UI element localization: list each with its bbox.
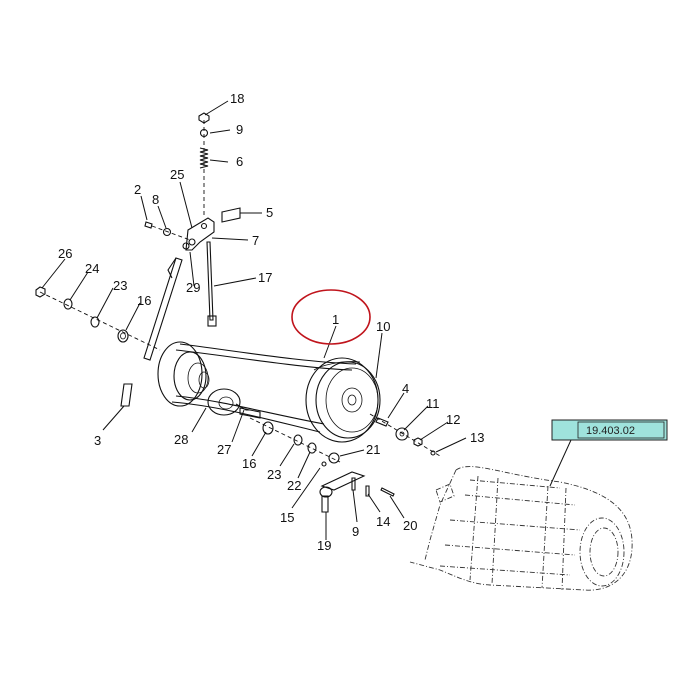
callout-3: 3 bbox=[94, 433, 101, 448]
reference-box-label: 19.403.02 bbox=[586, 425, 635, 437]
callout-19: 19 bbox=[317, 538, 331, 553]
reference-box-inner bbox=[577, 421, 665, 439]
callout-18: 18 bbox=[230, 91, 244, 106]
callout-22: 22 bbox=[287, 478, 301, 493]
callout-27: 27 bbox=[217, 442, 231, 457]
callout-6: 6 bbox=[236, 154, 243, 169]
callout-4: 4 bbox=[402, 381, 409, 396]
callout-17: 17 bbox=[258, 270, 272, 285]
reference-box-frame[interactable] bbox=[551, 419, 668, 441]
callout-16-lower: 16 bbox=[242, 456, 256, 471]
callout-20: 20 bbox=[403, 518, 417, 533]
callout-1: 1 bbox=[332, 312, 339, 327]
callout-25: 25 bbox=[170, 167, 184, 182]
leader-lines bbox=[41, 100, 572, 540]
callout-9-upper: 9 bbox=[236, 122, 243, 137]
callout-24: 24 bbox=[85, 261, 99, 276]
callout-14: 14 bbox=[376, 514, 390, 529]
callout-10: 10 bbox=[376, 319, 390, 334]
callout-15: 15 bbox=[280, 510, 294, 525]
callout-23-upper: 23 bbox=[113, 278, 127, 293]
right-hardware bbox=[249, 413, 441, 513]
callout-26: 26 bbox=[58, 246, 72, 261]
callout-2: 2 bbox=[134, 182, 141, 197]
ghost-housing bbox=[409, 466, 633, 591]
highlight-circle bbox=[291, 289, 371, 345]
callout-7: 7 bbox=[252, 233, 259, 248]
callout-9-lower: 9 bbox=[352, 524, 359, 539]
callout-5: 5 bbox=[266, 205, 273, 220]
callout-29: 29 bbox=[186, 280, 200, 295]
callout-labels: 18 9 6 25 2 8 5 7 26 24 23 16 29 17 1 10… bbox=[58, 91, 484, 553]
callout-21: 21 bbox=[366, 442, 380, 457]
belt-pulley-assembly bbox=[157, 341, 381, 443]
callout-13: 13 bbox=[470, 430, 484, 445]
callout-16-upper: 16 bbox=[137, 293, 151, 308]
callout-8: 8 bbox=[152, 192, 159, 207]
callout-11: 11 bbox=[426, 396, 440, 411]
callout-23-lower: 23 bbox=[267, 467, 281, 482]
callout-12: 12 bbox=[446, 412, 460, 427]
reference-box[interactable]: 19.403.02 bbox=[551, 419, 668, 441]
tension-linkage bbox=[35, 112, 241, 407]
callout-28: 28 bbox=[174, 432, 188, 447]
